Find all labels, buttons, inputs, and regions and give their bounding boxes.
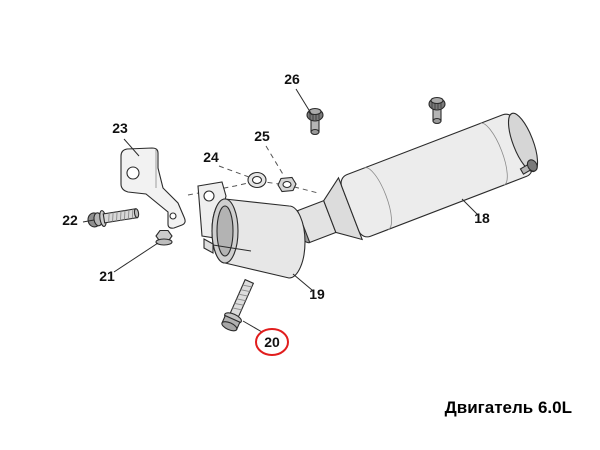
- nut-21-base: [155, 238, 173, 246]
- leader-20: [242, 320, 263, 333]
- highlight-circle: [255, 328, 289, 356]
- label-part22: 22: [62, 212, 78, 228]
- label-part24: 24: [203, 149, 219, 165]
- stud-head-top: [430, 96, 444, 105]
- muffler-taper: [323, 176, 364, 241]
- leader-24: [218, 165, 250, 178]
- bracket-hole-large: [126, 166, 140, 180]
- bolt-22-threads: [108, 209, 134, 223]
- leader-25: [265, 145, 285, 177]
- nut-25-hole: [282, 180, 292, 189]
- stud-head-top: [308, 107, 322, 116]
- leader-19: [292, 273, 313, 291]
- muffler: [294, 112, 539, 244]
- label-part21: 21: [99, 268, 115, 284]
- mounting-tab: [197, 181, 227, 239]
- leader-18: [461, 198, 478, 215]
- bolt-20: [221, 278, 255, 332]
- clamp: [203, 198, 306, 279]
- leader-21: [113, 242, 159, 273]
- label-part18: 18: [474, 210, 490, 226]
- clamp-mouth-inner: [216, 205, 234, 257]
- stud-right: [428, 96, 446, 125]
- bolt-22: [87, 208, 140, 228]
- muffler-seam-left: [364, 167, 392, 230]
- engine-caption: Двигатель 6.0L: [445, 398, 572, 417]
- tab-hole: [203, 190, 215, 202]
- bracket: [120, 147, 186, 229]
- label-part26: 26: [284, 71, 300, 87]
- bolt-20-threads: [232, 284, 252, 311]
- washer-inner: [251, 175, 263, 185]
- label-part19: 19: [309, 286, 325, 302]
- leader-26: [295, 88, 313, 116]
- stud-tip: [310, 128, 320, 136]
- nut-21: [155, 229, 173, 246]
- bracket-hole-small: [169, 212, 177, 220]
- stud-head-ridges: [431, 99, 442, 109]
- bolt-20-head-bottom: [221, 321, 238, 332]
- clamp-tab: [203, 238, 214, 254]
- muffler-end-fitting: [519, 159, 538, 175]
- bolt-22-tip: [133, 208, 140, 219]
- washer: [247, 171, 267, 189]
- fitting-head: [526, 159, 538, 172]
- stud-head-ridges: [309, 110, 320, 120]
- stud-tip: [432, 117, 442, 125]
- muffler-body: [340, 113, 533, 238]
- clamp-slit: [212, 244, 252, 252]
- leader-23: [123, 138, 140, 157]
- leader-22: [82, 219, 95, 223]
- stud-left: [306, 107, 324, 136]
- muffler-seam-right: [480, 122, 508, 186]
- leader-lines: [82, 88, 478, 333]
- label-part20: 20: [264, 334, 280, 350]
- label-part23: 23: [112, 120, 128, 136]
- nut-25: [277, 176, 297, 193]
- label-part25: 25: [254, 128, 270, 144]
